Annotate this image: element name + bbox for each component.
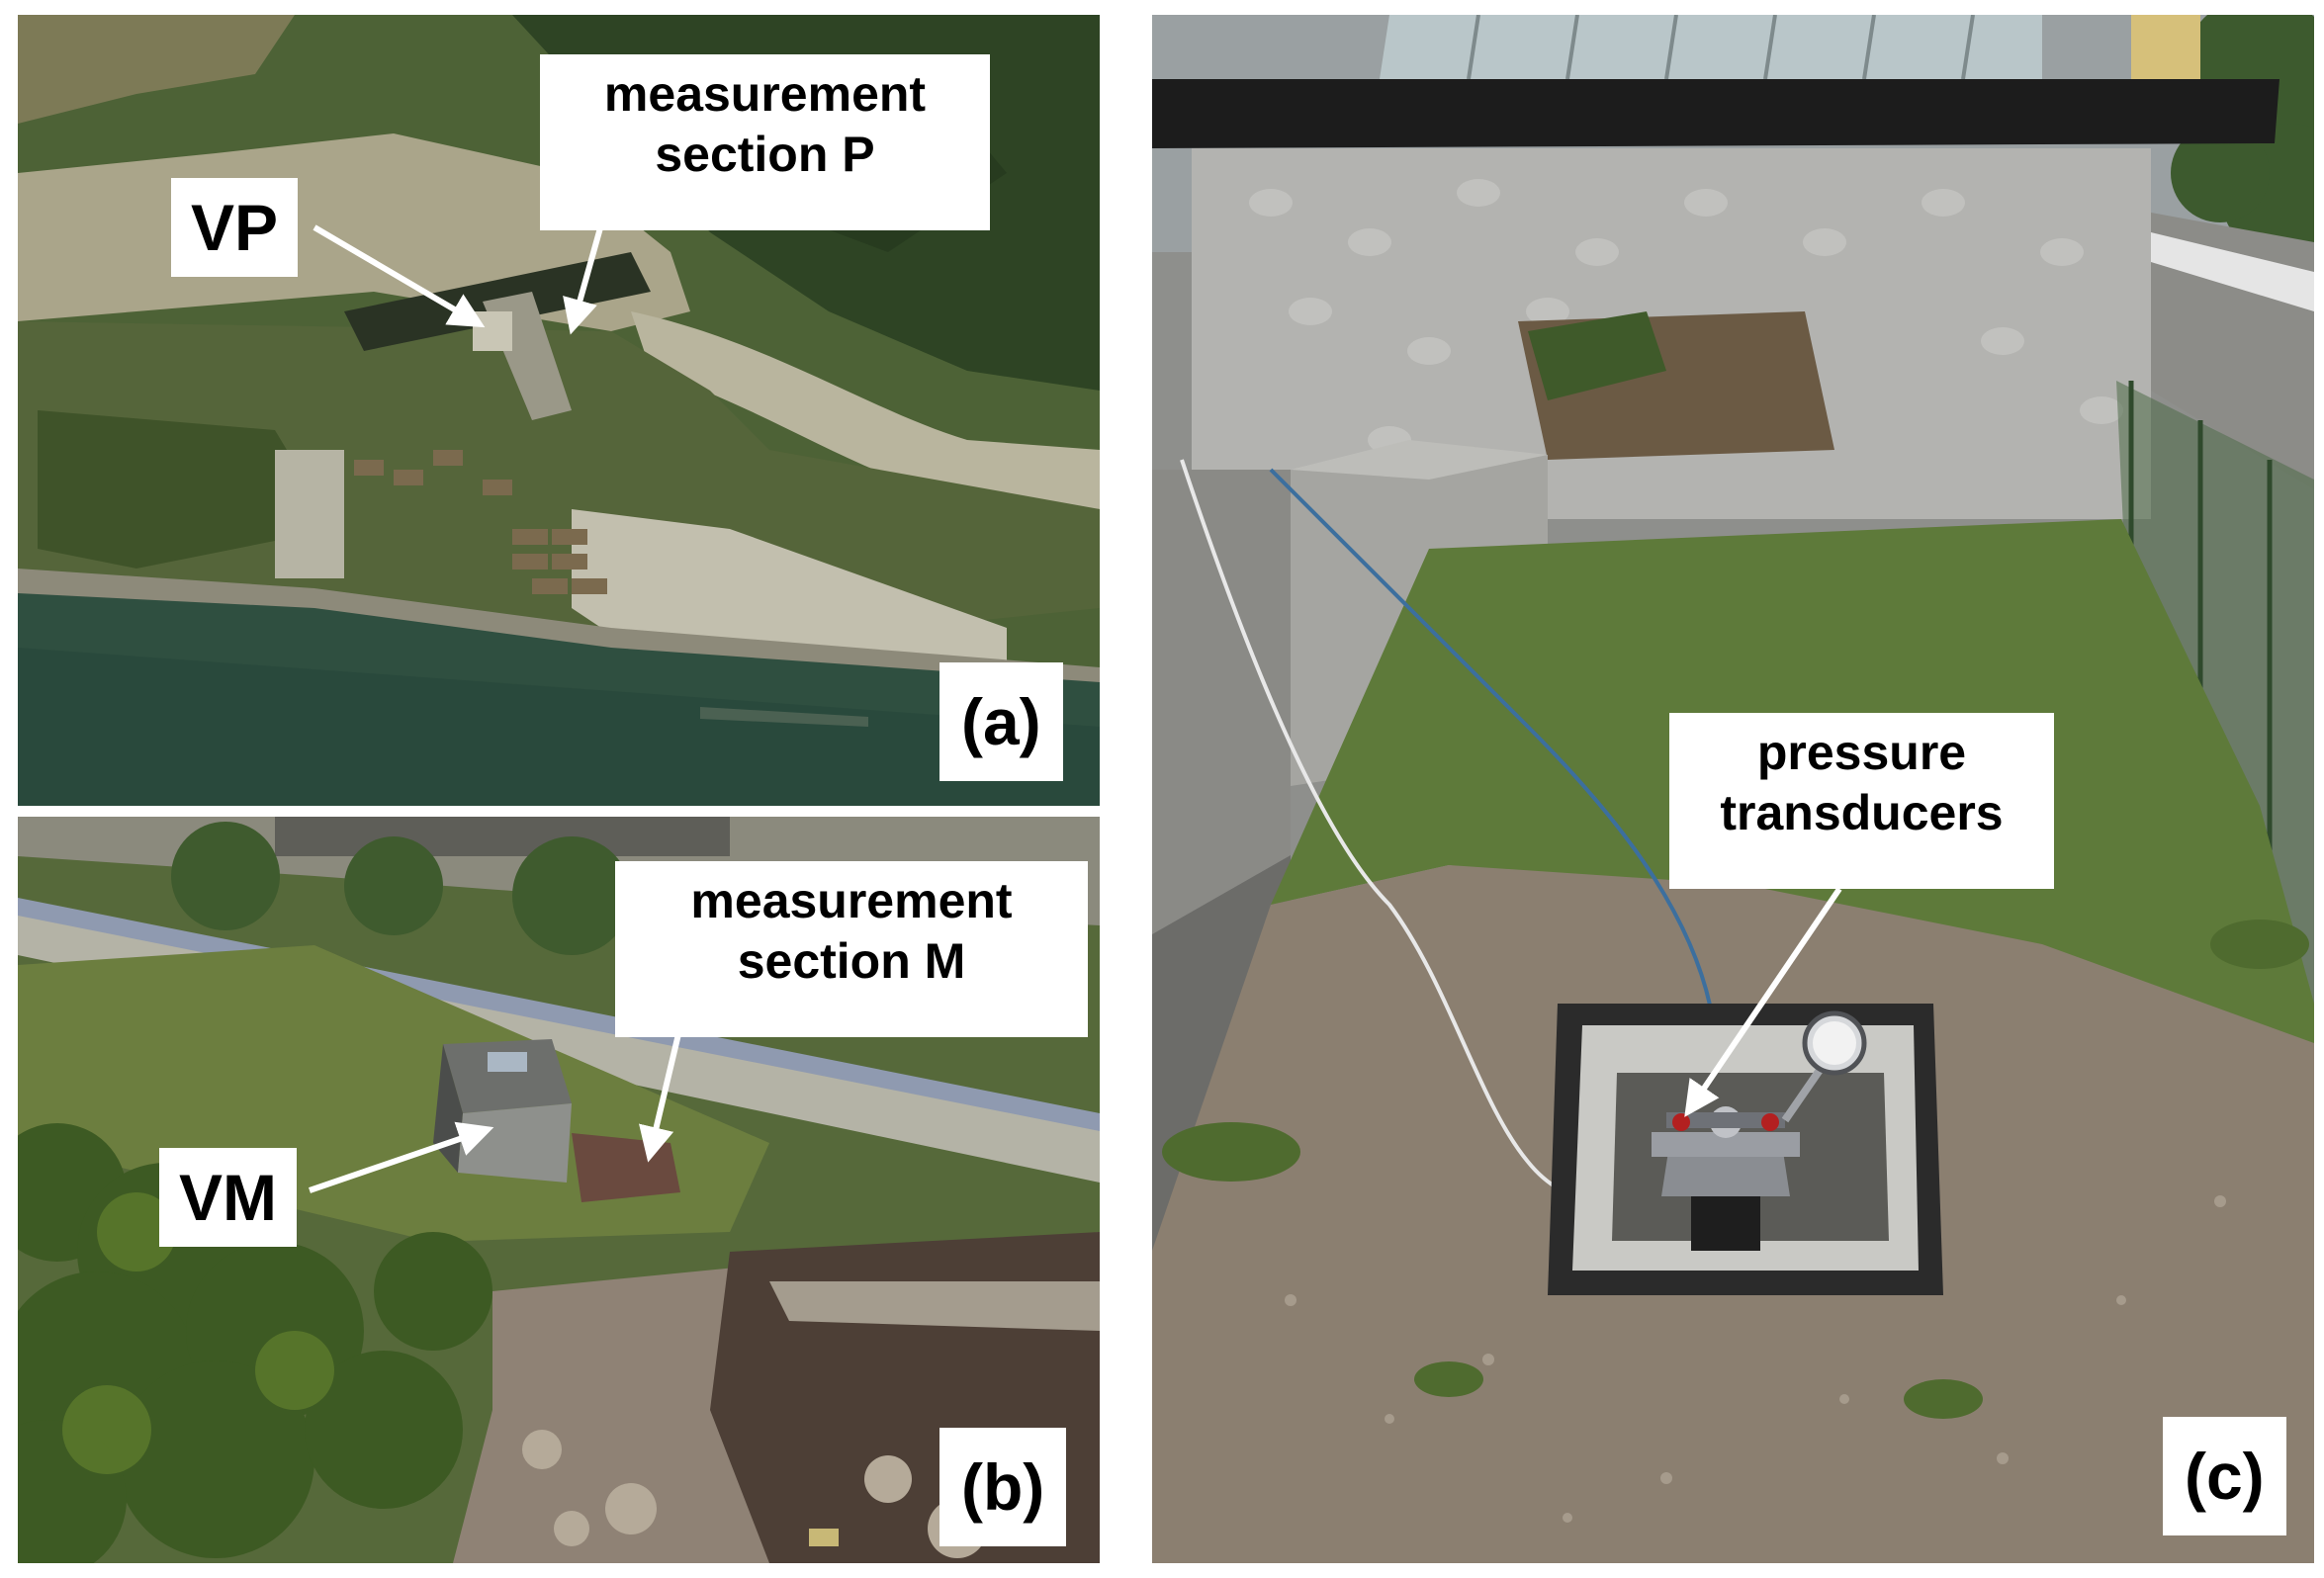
- vm-label: VM: [159, 1148, 297, 1247]
- section-p-line2: section P: [655, 127, 875, 182]
- panel-a-aerial-section-p: VP measurement section P (a): [18, 15, 1100, 806]
- section-p-line1: measurement: [603, 66, 927, 122]
- panel-c-field-photo: pressure transducers (c): [1152, 15, 2314, 1563]
- transducers-line1: pressure: [1756, 725, 1967, 780]
- measurement-section-m-label: measurement section M: [615, 861, 1088, 1037]
- panel-b-aerial-section-m: VM measurement section M (b): [18, 817, 1100, 1563]
- panel-b-tag: (b): [939, 1428, 1067, 1546]
- pressure-transducers-label: pressure transducers: [1669, 713, 2054, 889]
- section-m-line2: section M: [737, 933, 966, 989]
- panel-c-tag: (c): [2163, 1417, 2286, 1535]
- panel-a-tag: (a): [939, 662, 1063, 781]
- vp-label: VP: [171, 178, 299, 277]
- measurement-section-p-label: measurement section P: [540, 54, 990, 230]
- transducers-line2: transducers: [1720, 785, 2004, 840]
- section-m-line1: measurement: [690, 873, 1013, 928]
